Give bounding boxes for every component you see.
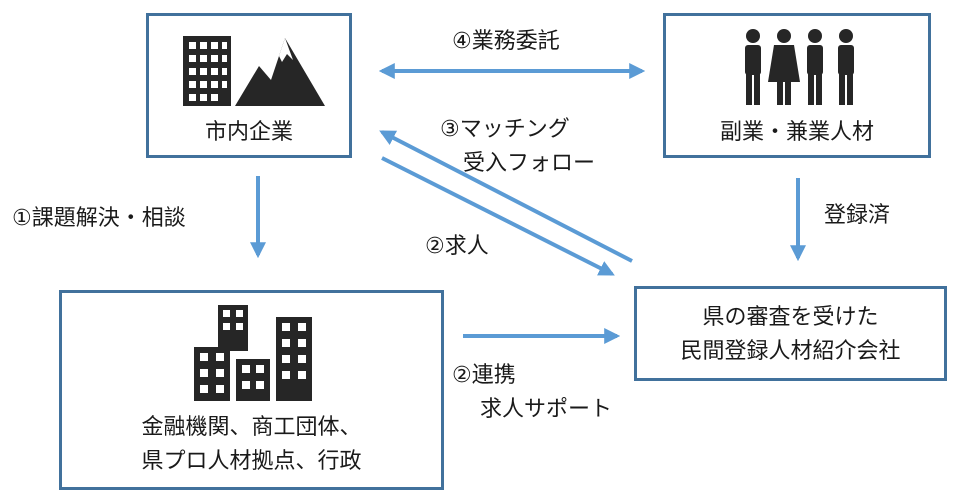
office-buildings-icon [194,305,312,401]
company-label: 市内企業 [204,120,293,145]
matching-arrow [379,130,633,263]
job-offer-label: ②求人 [425,234,489,259]
people-group-icon [745,29,854,105]
agency-label-line1: 県の審査を受けた [702,305,879,330]
registered-label: 登録済 [824,203,891,228]
cooperation-label-line1: ②連携 [452,363,516,388]
consultation-label: ①課題解決・相談 [12,206,186,231]
agency-label-line2: 民間登録人材紹介会社 [680,339,901,364]
job-offer-arrow [381,156,615,276]
support-label-line1: 金融機関、商工団体、 [141,415,362,440]
matching-label-line1: ③マッチング [440,117,570,142]
building-mountain-icon [183,36,325,106]
cooperation-label-line2: 求人サポート [480,397,613,422]
talent-label: 副業・兼業人材 [719,120,874,145]
outsourcing-label: ④業務委託 [452,29,560,54]
support-node: 金融機関、商工団体、 県プロ人材拠点、行政 [59,290,444,490]
talent-node: 副業・兼業人材 [663,13,931,158]
agency-node: 県の審査を受けた 民間登録人材紹介会社 [634,286,947,381]
matching-label-line2: 受入フォロー [463,151,596,176]
support-label-line2: 県プロ人材拠点、行政 [141,449,362,474]
company-node: 市内企業 [146,13,352,158]
